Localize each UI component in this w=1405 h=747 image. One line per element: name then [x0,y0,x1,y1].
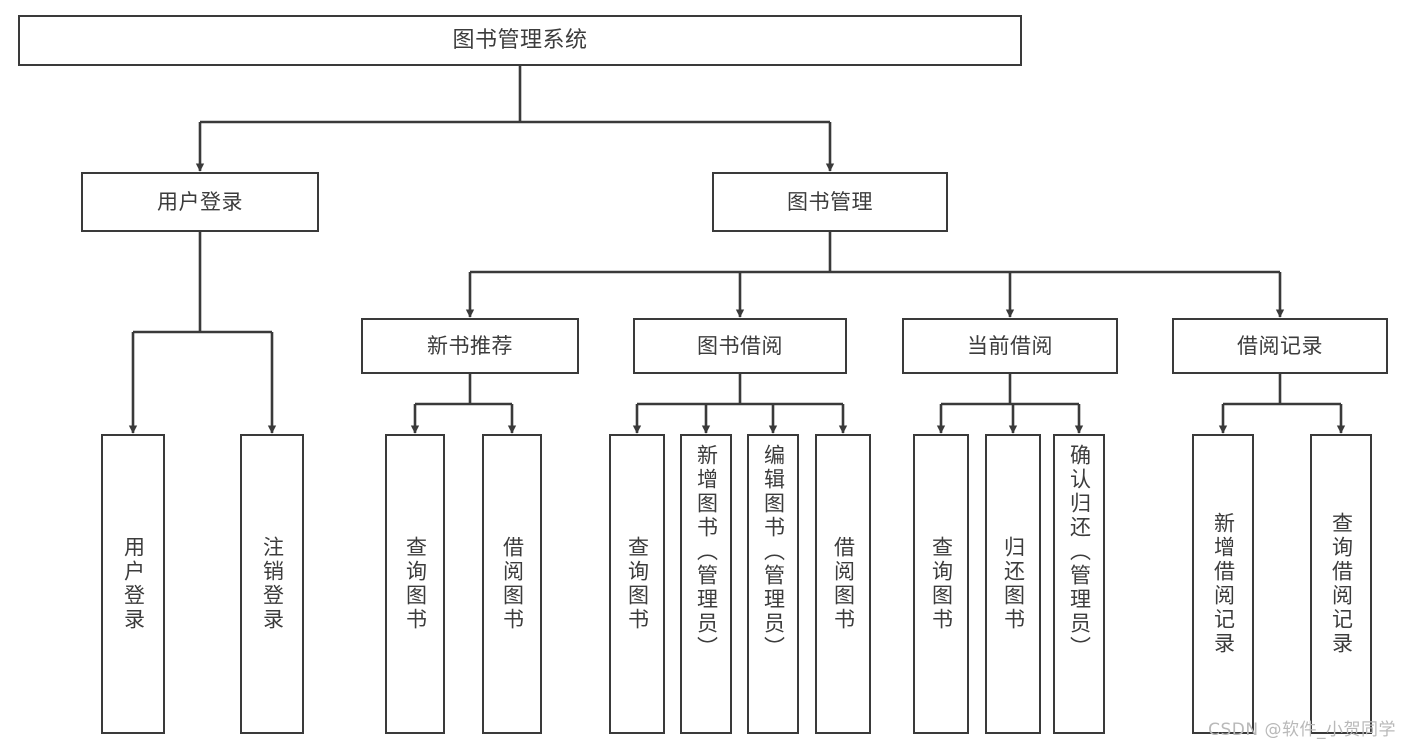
node-label: 借阅图书 [831,536,856,632]
node-leaf-add-borrow-record[interactable]: 新增借阅记录 [1192,434,1254,734]
node-label: 查询借阅记录 [1329,512,1354,656]
node-current-borrow[interactable]: 当前借阅 [902,318,1118,374]
node-label: 查询图书 [929,536,954,632]
node-label: 编辑图书（管理员） [761,444,786,660]
node-label: 用户登录 [121,536,146,632]
node-leaf-query-book-1[interactable]: 查询图书 [385,434,445,734]
node-leaf-borrow-book-1[interactable]: 借阅图书 [482,434,542,734]
node-book-management[interactable]: 图书管理 [712,172,948,232]
node-label: 新增图书（管理员） [694,444,719,660]
watermark-label: CSDN @软件_小贺同学 [1208,720,1396,740]
node-leaf-add-book-admin[interactable]: 新增图书（管理员） [680,434,732,734]
node-label: 查询图书 [403,536,428,632]
node-leaf-borrow-book-2[interactable]: 借阅图书 [815,434,871,734]
node-label: 注销登录 [260,536,285,632]
node-leaf-query-borrow-record[interactable]: 查询借阅记录 [1310,434,1372,734]
node-new-book-recommend[interactable]: 新书推荐 [361,318,579,374]
node-leaf-query-book-3[interactable]: 查询图书 [913,434,969,734]
node-leaf-user-login[interactable]: 用户登录 [101,434,165,734]
node-label: 归还图书 [1001,536,1026,632]
node-book-borrow[interactable]: 图书借阅 [633,318,847,374]
node-leaf-edit-book-admin[interactable]: 编辑图书（管理员） [747,434,799,734]
node-leaf-confirm-return[interactable]: 确认归还（管理员） [1053,434,1105,734]
node-leaf-query-book-2[interactable]: 查询图书 [609,434,665,734]
node-label: 借阅图书 [500,536,525,632]
node-leaf-return-book[interactable]: 归还图书 [985,434,1041,734]
node-user-login[interactable]: 用户登录 [81,172,319,232]
node-root[interactable]: 图书管理系统 [18,15,1022,66]
node-label: 确认归还（管理员） [1067,444,1092,660]
node-borrow-record[interactable]: 借阅记录 [1172,318,1388,374]
node-label: 新增借阅记录 [1211,512,1236,656]
node-label: 查询图书 [625,536,650,632]
node-leaf-logout[interactable]: 注销登录 [240,434,304,734]
